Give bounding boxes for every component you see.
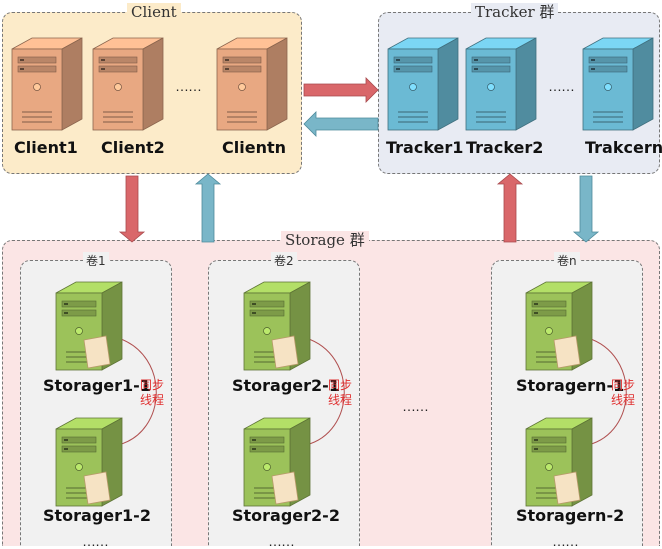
- client-label-1: Client1: [14, 138, 78, 157]
- sync-label-1: 同步 线程: [140, 378, 165, 407]
- storage-server-2-1: [243, 281, 330, 381]
- tracker-server-2: [465, 37, 556, 141]
- arrow-client-to-storage: [118, 175, 146, 243]
- storage-server-2-2: [243, 417, 330, 517]
- client-server-icon: [216, 37, 288, 131]
- client-server-2: [92, 37, 183, 141]
- volume-n-more: ……: [552, 533, 579, 549]
- storage-server-icon: [55, 417, 123, 507]
- client-label-2: Client2: [101, 138, 165, 157]
- storage-ellipsis: ……: [402, 398, 429, 414]
- storage-server-1-2: [55, 417, 142, 517]
- sync-curve-n: [587, 337, 627, 446]
- client-server-icon: [11, 37, 83, 131]
- client-label-n: Clientn: [222, 138, 286, 157]
- volume-1-more: ……: [82, 533, 109, 549]
- storage-server-icon: [243, 281, 311, 371]
- tracker-label-2: Tracker2: [466, 138, 544, 157]
- tracker-ellipsis: ……: [548, 78, 575, 94]
- storage-label-n-1: Storagern-1: [516, 376, 625, 395]
- sync-curve-1: [117, 337, 157, 446]
- arrow-tracker-to-client: [303, 111, 379, 137]
- tracker-server-icon: [465, 37, 537, 131]
- arrow-client-to-tracker: [303, 77, 379, 103]
- arrow-tracker-to-storage: [572, 175, 600, 243]
- storage-group-title: Storage 群: [281, 231, 369, 249]
- sync-label-2: 同步 线程: [328, 378, 353, 407]
- client-ellipsis: ……: [175, 78, 202, 94]
- client-server-n: [216, 37, 307, 141]
- volume-n-title: 卷n: [554, 252, 580, 269]
- tracker-server-icon: [387, 37, 459, 131]
- volume-2-more: ……: [268, 533, 295, 549]
- client-group-title: Client: [127, 3, 181, 21]
- storage-label-2-2: Storager2-2: [232, 506, 340, 525]
- storage-server-icon: [55, 281, 123, 371]
- storage-label-n-2: Storagern-2: [516, 506, 625, 525]
- tracker-server-1: [387, 37, 478, 141]
- sync-label-n: 同步 线程: [611, 378, 636, 407]
- volume-1-title: 卷1: [83, 252, 109, 269]
- storage-server-icon: [243, 417, 311, 507]
- storage-server-n-1: [525, 281, 612, 381]
- volume-2-title: 卷2: [271, 252, 297, 269]
- storage-label-2-1: Storager2-1: [232, 376, 340, 395]
- client-server-icon: [92, 37, 164, 131]
- storage-server-icon: [525, 417, 593, 507]
- tracker-label-n: Trakcern: [585, 138, 662, 157]
- storage-server-n-2: [525, 417, 612, 517]
- tracker-server-n: [582, 37, 662, 141]
- storage-server-icon: [525, 281, 593, 371]
- tracker-label-1: Tracker1: [386, 138, 464, 157]
- storage-server-1-1: [55, 281, 142, 381]
- arrow-storage-to-client: [194, 173, 222, 243]
- tracker-server-icon: [582, 37, 654, 131]
- sync-curve-2: [305, 337, 345, 446]
- client-server-1: [11, 37, 102, 141]
- storage-label-1-1: Storager1-1: [43, 376, 151, 395]
- arrow-storage-to-tracker: [496, 173, 524, 243]
- storage-label-1-2: Storager1-2: [43, 506, 151, 525]
- tracker-group-title: Tracker 群: [471, 3, 559, 21]
